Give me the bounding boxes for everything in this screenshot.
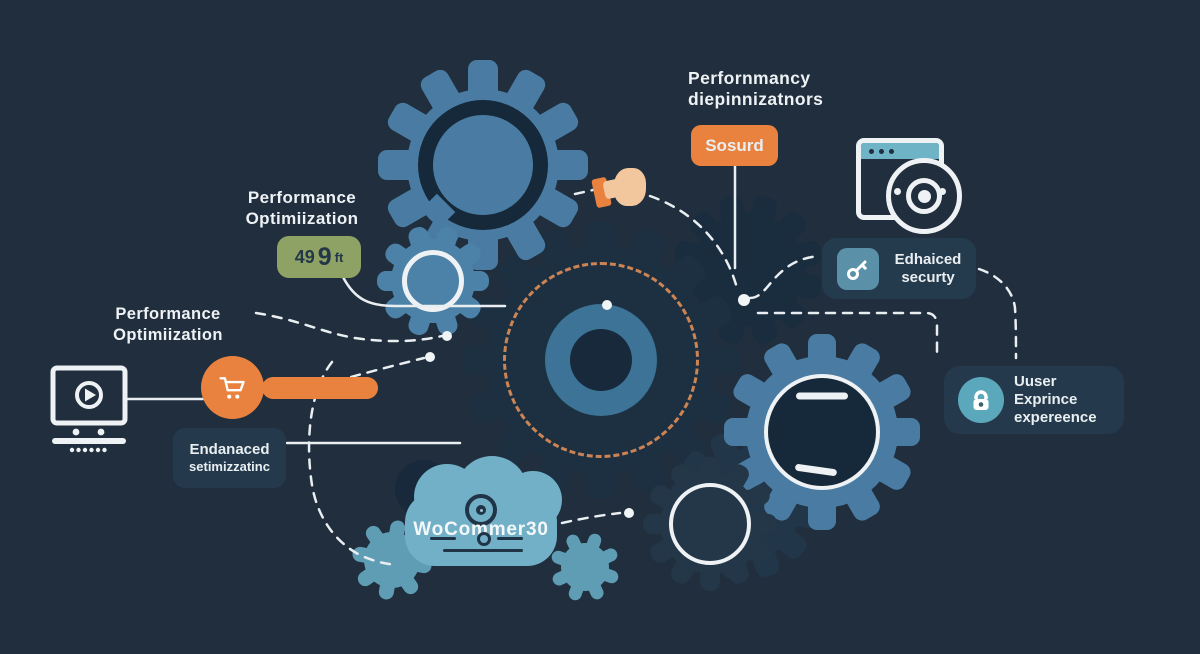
security-badge: Edhaiced securty xyxy=(822,238,976,299)
browser-target-icon xyxy=(854,136,962,234)
left-heading: Performance Optimiization xyxy=(58,304,278,346)
gear-small-dark xyxy=(643,457,777,591)
browser-titlebar xyxy=(861,143,939,159)
mid-heading-line1: Performance xyxy=(247,188,357,207)
dashed-under-security xyxy=(756,311,939,360)
target-side-dot xyxy=(894,188,901,195)
connector-dot xyxy=(624,508,634,518)
cloud-shape xyxy=(504,471,562,529)
gear-top-blue xyxy=(378,60,588,270)
top-heading-line1: Perfornmancy xyxy=(688,68,811,88)
gear-white-ring xyxy=(402,250,464,312)
top-heading-line2: diepinnizatnors xyxy=(688,89,824,109)
key-icon-glyph xyxy=(847,260,867,280)
dashed-megaphone-to-dot xyxy=(648,194,739,290)
user-badge-text: Uuser Exprince expereence xyxy=(1014,373,1118,427)
security-badge-text: Edhaiced securty xyxy=(884,251,972,287)
megaphone-hand-icon xyxy=(591,166,648,211)
cloud-detail-circle xyxy=(477,532,491,546)
dashed-curve-to-cloud xyxy=(307,360,399,567)
eye-pupil xyxy=(476,505,486,515)
dashed-leftheading-to-dot xyxy=(254,311,444,343)
gear-center-dark xyxy=(463,222,739,498)
cart-key-stem xyxy=(262,377,378,399)
gear-small-blue xyxy=(377,224,489,338)
endanaced-line1: Endanaced xyxy=(189,441,270,458)
sosurd-badge-label: Sosurd xyxy=(705,135,764,155)
cart-icon-glyph xyxy=(218,376,245,399)
dashed-cloud-to-gear xyxy=(560,511,622,525)
cloud-detail-line xyxy=(497,537,523,540)
left-heading-line2: Optimiization xyxy=(113,326,223,344)
lock-icon xyxy=(958,377,1004,423)
endanaced-line2: setimizzatinc xyxy=(189,459,270,474)
endanaced-badge: Endanaced setimizzatinc xyxy=(173,428,286,488)
left-heading-line1: Performance xyxy=(115,305,221,323)
security-line2: securty xyxy=(901,268,955,286)
megaphone-horn xyxy=(614,168,646,206)
lock-icon-glyph xyxy=(973,390,989,410)
gear-teal-fragment-right xyxy=(549,531,621,603)
metric-mid: 9 xyxy=(317,242,332,271)
user-line1: Uuser xyxy=(1014,373,1057,390)
cloud-label: WoCommer30 xyxy=(413,519,549,540)
user-line2: Exprince xyxy=(1014,391,1078,408)
browser-dot xyxy=(869,148,874,154)
gear-white-ring xyxy=(669,483,751,565)
key-icon xyxy=(837,248,879,290)
dashed-security-to-user xyxy=(977,267,1018,360)
connector-metric-line xyxy=(341,275,507,308)
eye-glint xyxy=(479,508,483,512)
gear-right-blue xyxy=(724,334,920,530)
connector-dot xyxy=(442,331,452,341)
metric-badge: 49 9 ft xyxy=(277,236,361,278)
inner-ring-hole xyxy=(570,329,632,391)
target-ring xyxy=(906,178,942,214)
mid-heading: Performance Optimiization xyxy=(196,187,408,229)
connector-dot xyxy=(738,294,750,306)
connector-dot xyxy=(425,352,435,362)
shopping-cart-key-icon xyxy=(201,356,264,419)
target-side-dot xyxy=(939,188,946,195)
metric-left: 49 xyxy=(294,246,315,267)
gear-highlight-arc xyxy=(796,392,848,400)
cloud-detail-line xyxy=(443,549,523,552)
cloud-detail-line xyxy=(430,537,456,540)
browser-dot xyxy=(889,148,894,154)
target-outer-circle xyxy=(886,158,962,234)
browser-dot xyxy=(879,148,884,154)
user-badge: Uuser Exprince expereence xyxy=(944,366,1124,434)
eye-icon xyxy=(465,494,497,526)
connector-dot xyxy=(602,300,612,310)
security-line1: Edhaiced xyxy=(894,250,962,268)
dashed-dot-to-security xyxy=(748,254,822,300)
gear-body xyxy=(561,543,609,591)
sosurd-badge: Sosurd xyxy=(691,125,778,166)
dashed-orange-ring xyxy=(503,262,699,458)
user-line3: expereence xyxy=(1014,409,1097,426)
top-heading: Perfornmancy diepinnizatnors xyxy=(688,68,898,110)
mid-heading-line2: Optimiization xyxy=(245,209,359,228)
target-center-dot xyxy=(917,189,931,203)
dashed-gear-to-megaphone xyxy=(573,188,595,196)
dashed-curve-to-dot2 xyxy=(300,356,426,393)
metric-right: ft xyxy=(334,249,344,265)
monitor-play-icon xyxy=(50,365,128,453)
